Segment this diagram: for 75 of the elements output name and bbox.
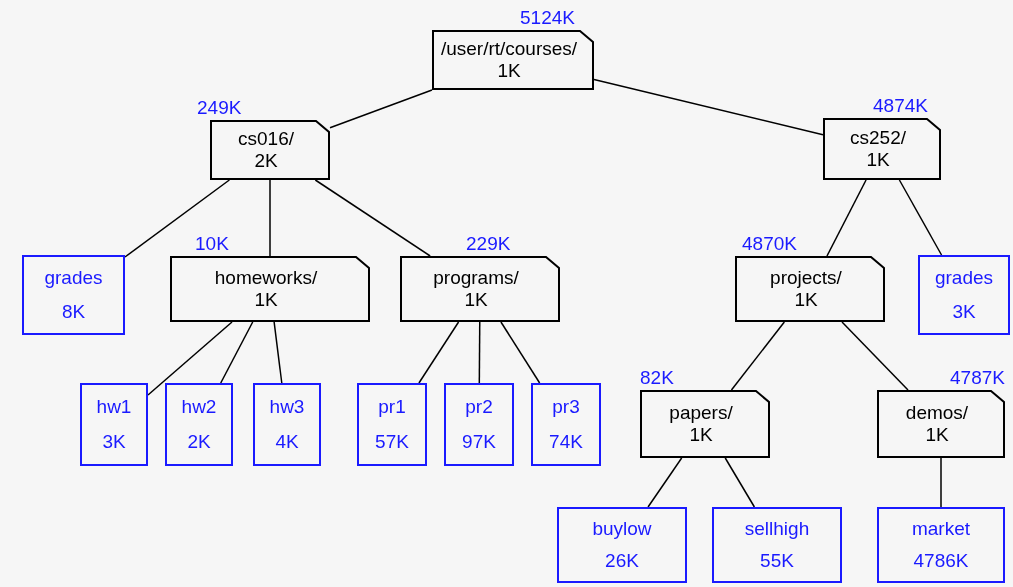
file-box — [918, 255, 1010, 335]
file-name: hw1 — [96, 395, 132, 418]
connector-line — [220, 321, 254, 384]
file-name: grades — [934, 267, 994, 289]
connector-line — [269, 179, 271, 257]
folder-name: papers/ — [669, 402, 733, 424]
file-name: pr2 — [465, 395, 493, 418]
file-box — [165, 383, 233, 466]
connector-line — [730, 321, 786, 391]
file-name: hw3 — [269, 395, 305, 418]
folder-size: 2K — [254, 150, 278, 172]
file-size: 97K — [462, 431, 496, 454]
file-size: 4K — [275, 431, 299, 454]
file-name: market — [911, 518, 971, 540]
file-name: hw2 — [181, 395, 217, 418]
total-size-label: 5124K — [520, 7, 575, 29]
file-size: 3K — [102, 431, 126, 454]
file-box — [444, 383, 514, 466]
file-size: 3K — [952, 301, 976, 323]
connector-line — [940, 457, 942, 508]
connector-line — [724, 457, 756, 508]
file-size: 55K — [760, 550, 794, 572]
file-box — [253, 383, 321, 466]
connector-line — [500, 321, 541, 384]
file-box — [531, 383, 601, 466]
connector-line — [593, 78, 824, 136]
file-name: pr3 — [552, 395, 580, 418]
folder-name: demos/ — [905, 402, 969, 424]
file-box — [877, 507, 1005, 583]
folder-name: programs/ — [433, 267, 519, 289]
connector-line — [314, 179, 431, 257]
total-size-label: 4787K — [950, 367, 1005, 389]
file-box — [80, 383, 148, 466]
file-size: 57K — [375, 431, 409, 454]
file-size: 8K — [61, 301, 86, 323]
connector-line — [273, 321, 283, 384]
total-size-label: 10K — [195, 233, 229, 255]
file-name: buylow — [592, 518, 652, 540]
connector-line — [124, 179, 231, 258]
connector-line — [418, 321, 460, 384]
connector-line — [647, 457, 683, 508]
folder-size: 1K — [925, 424, 949, 446]
file-name: sellhigh — [744, 518, 810, 540]
connector-line — [841, 321, 909, 391]
folder-name: cs016/ — [238, 128, 294, 150]
total-size-label: 229K — [466, 233, 511, 255]
file-name: grades — [44, 267, 103, 289]
folder-size: 1K — [464, 289, 488, 311]
file-size: 74K — [549, 431, 583, 454]
connector-line — [329, 89, 433, 129]
folder-name: cs252/ — [850, 127, 906, 149]
total-size-label: 82K — [640, 367, 674, 389]
folder-size: 1K — [254, 289, 278, 311]
folder-name: projects/ — [770, 267, 842, 289]
file-box — [357, 383, 427, 466]
total-size-label: 4874K — [873, 95, 928, 117]
file-size: 2K — [187, 431, 211, 454]
folder-size: 1K — [689, 424, 713, 446]
total-size-label: 4870K — [742, 233, 797, 255]
connector-line — [147, 321, 233, 396]
folder-name: /user/rt/courses/ — [440, 38, 578, 60]
file-size: 4786K — [913, 550, 969, 572]
folder-size: 1K — [866, 149, 890, 171]
folder-size: 1K — [794, 289, 818, 311]
file-box — [712, 507, 842, 583]
file-name: pr1 — [378, 395, 406, 418]
folder-size: 1K — [497, 60, 521, 82]
file-box — [557, 507, 687, 583]
file-box — [22, 255, 125, 335]
connector-line — [478, 321, 481, 384]
file-size: 26K — [605, 550, 639, 572]
connector-line — [898, 179, 943, 256]
folder-name: homeworks/ — [214, 267, 318, 289]
total-size-label: 249K — [197, 97, 242, 119]
connector-line — [826, 179, 867, 257]
